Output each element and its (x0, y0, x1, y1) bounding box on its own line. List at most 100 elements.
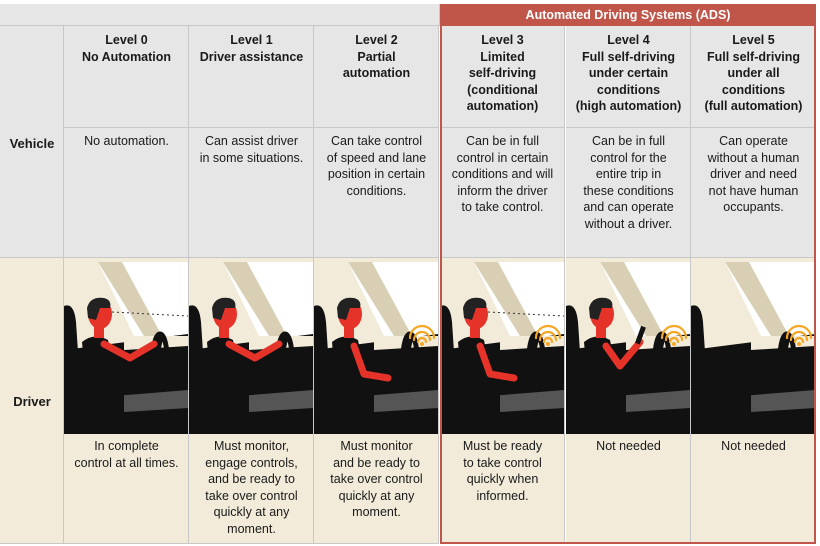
text-line: in some situations. (199, 150, 304, 165)
text-line: Full self-driving (706, 49, 801, 64)
text-line: position in certain (327, 167, 426, 181)
text-line: informed. (476, 488, 529, 503)
vehicle-description: No automation. (66, 133, 187, 150)
driver-legs (88, 374, 134, 396)
text-line: In complete (94, 439, 159, 453)
driver-requirement: Must monitor, engage controls, and be read… (191, 438, 312, 537)
driver-illustration (440, 262, 564, 434)
vehicle-cell (314, 128, 439, 258)
text-line: Limited (480, 49, 525, 64)
steering-wheel (275, 331, 295, 385)
seat (189, 305, 249, 434)
text-line: occupants. (723, 200, 784, 214)
text-line: No automation. (84, 134, 169, 148)
vehicle-description: Can assist driver in some situations. (191, 133, 312, 166)
text-line: (conditional (467, 82, 538, 97)
row-label-vehicle: Vehicle (9, 136, 55, 151)
driver-cell (440, 434, 565, 544)
driver-requirement: Not needed (568, 438, 689, 455)
text-line: and be ready to (208, 472, 295, 486)
steering-wheel (150, 331, 170, 385)
text-line: Can take control (330, 134, 423, 148)
text-line: driver and need (710, 167, 797, 181)
text-line: No Automation (81, 49, 172, 64)
driver-illustration (189, 262, 313, 434)
level-number: Level 2 (355, 33, 398, 47)
driver-hair (212, 297, 236, 320)
text-line: Can be in full (466, 134, 539, 148)
autonomy-signal-icon (785, 324, 813, 344)
text-line: self-driving (468, 66, 537, 80)
window-frame (474, 262, 538, 336)
text-line: without a human (707, 150, 800, 165)
autonomy-signal-icon (534, 324, 562, 344)
level-header-cell (691, 26, 816, 128)
level-header-cell (566, 26, 691, 128)
driver-cell (189, 434, 314, 544)
text-line: inform the driver (457, 183, 548, 198)
driver-requirement: In complete control at all times. (66, 438, 187, 471)
driver-hair (463, 297, 487, 320)
row-label-cell-driver (0, 258, 64, 544)
text-line: control at all times. (74, 455, 179, 470)
driver-requirement: Not needed (693, 438, 814, 455)
seat (64, 305, 124, 434)
text-line: Partial (357, 49, 396, 64)
window-frame (348, 262, 412, 336)
text-line: without a driver. (584, 216, 673, 231)
window-frame (223, 262, 287, 336)
driver-illustration (691, 262, 815, 434)
row-label-driver: Driver (13, 394, 51, 409)
text-line: of speed and lane (326, 150, 427, 165)
text-line: moment. (352, 505, 401, 519)
seat (314, 305, 374, 434)
floor (741, 390, 815, 412)
text-line: take over control (330, 472, 423, 486)
autonomy-signal-icon (660, 324, 688, 344)
text-line: automation) (466, 99, 539, 113)
driver-arm (100, 340, 158, 362)
text-line: Driver assistance (199, 49, 304, 64)
floor (364, 390, 438, 412)
text-line: Must monitor (340, 439, 413, 453)
window-frame (725, 262, 789, 336)
autonomy-signal-icon (408, 324, 436, 344)
level-number: Level 3 (481, 33, 524, 47)
text-line: entire trip in (595, 167, 662, 181)
text-line: these conditions (583, 183, 674, 198)
text-line: under all (727, 66, 780, 80)
level-header-cell (440, 26, 565, 128)
driver-legs (590, 374, 636, 396)
level-header-cell (64, 26, 189, 128)
text-line: Can assist driver (204, 134, 299, 148)
level-header-cell (189, 26, 314, 128)
ads-banner: Automated Driving Systems (ADS) (440, 4, 816, 26)
text-line: and be ready to (333, 455, 420, 470)
seat (440, 305, 500, 434)
text-line: engage controls, (205, 455, 298, 470)
text-line: automation (342, 66, 411, 80)
driver-hair (337, 297, 361, 320)
text-line: (full automation) (704, 99, 803, 113)
text-line: moment. (227, 521, 276, 536)
level-header: Level 2 Partial automation (314, 32, 439, 82)
text-line: Must monitor, (213, 439, 290, 453)
text-line: Can operate (719, 134, 788, 148)
text-line: conditions (721, 82, 786, 97)
level-header-cell (314, 26, 439, 128)
driver-arm (225, 340, 283, 362)
header-strip (0, 4, 440, 26)
window-frame (98, 262, 162, 336)
driver-illustration (566, 262, 690, 434)
seat (691, 305, 751, 434)
text-line: Can be in full (592, 134, 665, 148)
text-line: to take control. (461, 200, 544, 214)
text-line: take over control (205, 488, 298, 503)
driver-hair (87, 297, 111, 320)
level-number: Level 4 (607, 33, 650, 47)
